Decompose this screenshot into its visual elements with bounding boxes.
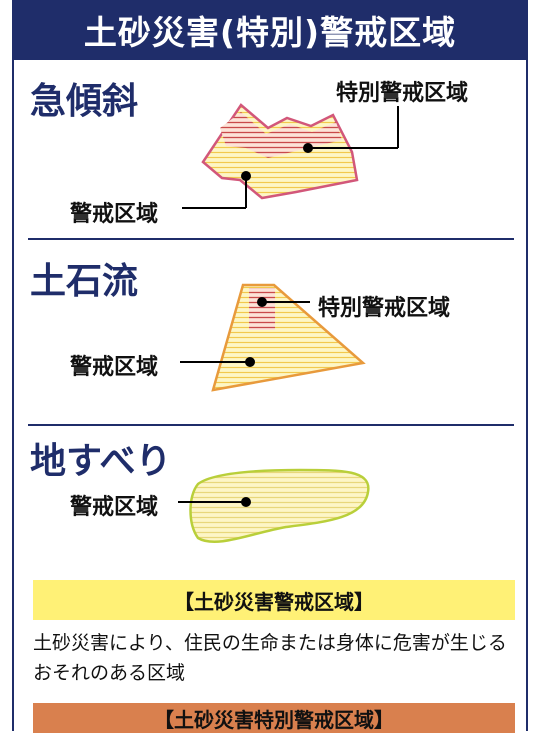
landslide-warning-label: 警戒区域 — [70, 495, 159, 520]
warning-zone-heading: 【土砂災害警戒区域】 — [33, 580, 515, 620]
section-title-landslide: 地すべり — [30, 441, 172, 482]
debris-flow-warning-label: 警戒区域 — [70, 355, 159, 380]
section-title-debris-flow: 土石流 — [30, 261, 139, 302]
steep-slope-warning-label: 警戒区域 — [70, 202, 159, 227]
special-zone-heading: 【土砂災害特別警戒区域】 — [33, 703, 515, 733]
steep-slope-special-label: 特別警戒区域 — [336, 81, 469, 106]
debris-flow-warning-marker — [245, 357, 255, 367]
steep-slope-special-marker — [303, 143, 313, 153]
landslide-warning-zone — [189, 468, 370, 543]
landslide-warning-marker — [241, 497, 251, 507]
debris-flow-special-label: 特別警戒区域 — [318, 296, 451, 321]
steep-slope-warning-marker — [241, 171, 251, 181]
debris-flow-special-zone — [249, 288, 275, 330]
section-divider — [28, 238, 514, 240]
section-title-steep-slope: 急傾斜 — [30, 81, 139, 122]
warning-zone-description: 土砂災害により、住民の生命または身体に危害が生じるおそれのある区域 — [33, 632, 507, 684]
page-title: 土砂災害(特別)警戒区域 — [12, 0, 528, 60]
section-divider — [28, 424, 514, 426]
debris-flow-special-marker — [257, 297, 267, 307]
